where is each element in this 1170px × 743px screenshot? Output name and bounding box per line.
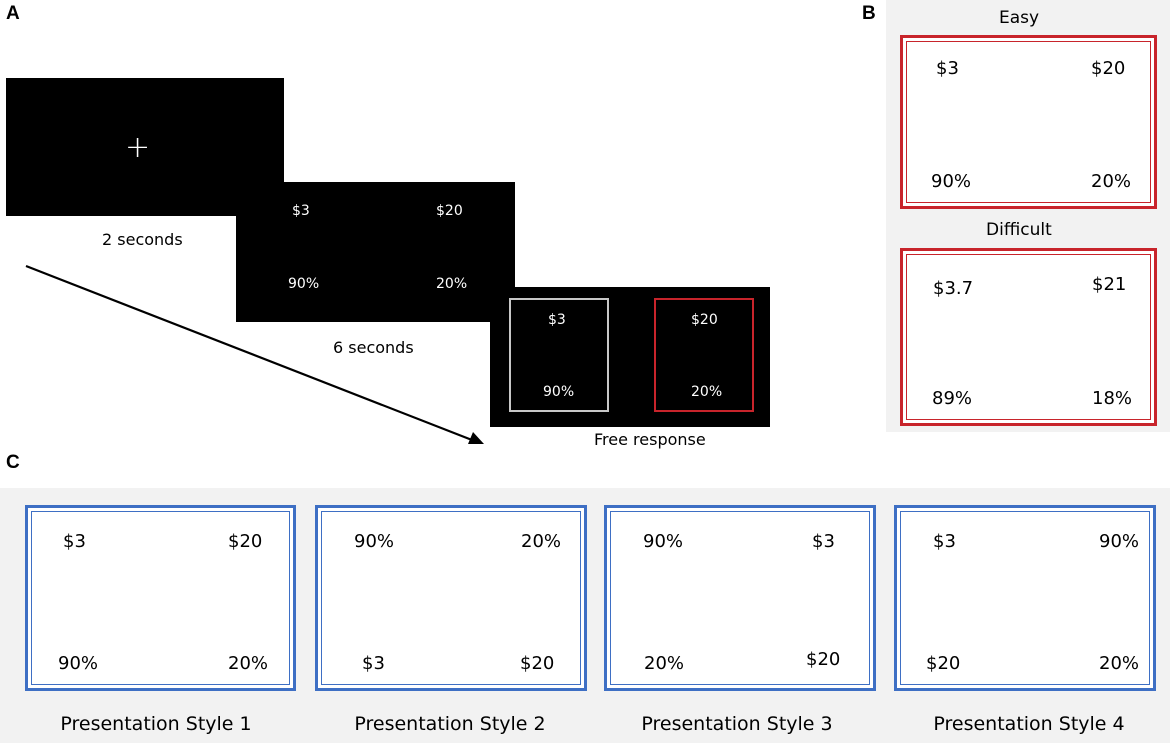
option-value: 20% — [691, 384, 723, 400]
frame-value: $20 — [520, 653, 555, 674]
frame-value: 89% — [932, 388, 973, 409]
difficult-title: Difficult — [986, 220, 1052, 240]
frame-value: 90% — [931, 171, 972, 192]
presentation-style-4-label: Presentation Style 4 — [933, 713, 1125, 735]
frame-value: 90% — [643, 531, 684, 552]
frame-value: 18% — [1092, 388, 1133, 409]
option-value: 90% — [288, 276, 320, 292]
panel-b-letter: B — [862, 3, 876, 24]
presentation-style-2-frame: 90% 20% $3 $20 — [315, 505, 587, 691]
presentation-style-3-label: Presentation Style 3 — [641, 713, 833, 735]
presentation-style-1-frame: $3 $20 90% 20% — [25, 505, 296, 691]
frame-value: $20 — [806, 649, 841, 670]
panel-c-letter: C — [6, 452, 20, 473]
presentation-style-3-frame: 90% $3 20% $20 — [604, 505, 876, 691]
selected-option-box: $20 20% — [654, 298, 754, 412]
frame-value: $3 — [936, 58, 959, 79]
option-value: $20 — [691, 312, 718, 328]
left-option-box: $3 90% — [509, 298, 609, 412]
frame-value: $20 — [228, 531, 263, 552]
frame-value: $3 — [933, 531, 956, 552]
frame-value: $20 — [926, 653, 961, 674]
frame-value: $20 — [1091, 58, 1126, 79]
options-duration-label: 6 seconds — [333, 338, 414, 357]
option-value: 90% — [543, 384, 575, 400]
frame-value: 90% — [58, 653, 99, 674]
frame-value: $3.7 — [933, 278, 974, 299]
easy-trial-frame: $3 $20 90% 20% — [900, 35, 1157, 209]
frame-value: $3 — [362, 653, 385, 674]
options-screen: $3 $20 90% 20% — [236, 182, 515, 322]
frame-value: $3 — [63, 531, 86, 552]
fixation-cross: + — [125, 130, 151, 165]
difficult-trial-frame: $3.7 $21 89% 18% — [900, 248, 1157, 426]
option-value: $3 — [548, 312, 566, 328]
frame-value: 20% — [521, 531, 562, 552]
frame-value: 20% — [228, 653, 269, 674]
presentation-style-4-frame: $3 90% $20 20% — [894, 505, 1156, 691]
frame-value: 20% — [1099, 653, 1140, 674]
frame-value: 90% — [354, 531, 395, 552]
fixation-duration-label: 2 seconds — [102, 230, 183, 249]
frame-value: 90% — [1099, 531, 1140, 552]
response-screen: $3 90% $20 20% — [490, 287, 770, 427]
presentation-style-1-label: Presentation Style 1 — [60, 713, 252, 735]
option-value: $3 — [292, 203, 310, 219]
easy-title: Easy — [999, 8, 1040, 28]
frame-value: $21 — [1092, 274, 1127, 295]
response-label: Free response — [594, 430, 706, 449]
option-value: 20% — [436, 276, 468, 292]
presentation-style-2-label: Presentation Style 2 — [354, 713, 546, 735]
frame-value: $3 — [812, 531, 835, 552]
panel-a-letter: A — [6, 3, 20, 24]
frame-value: 20% — [1091, 171, 1132, 192]
frame-value: 20% — [644, 653, 685, 674]
option-value: $20 — [436, 203, 463, 219]
